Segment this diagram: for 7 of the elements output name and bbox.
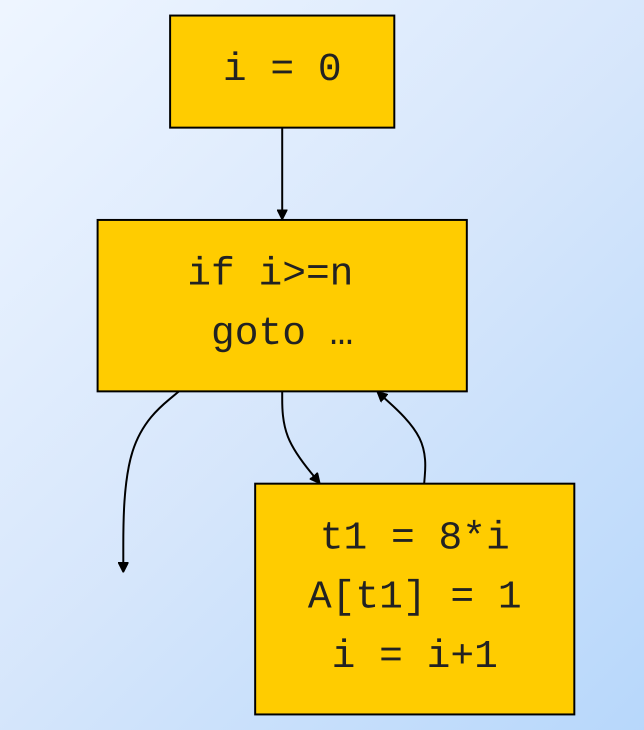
arrow (276, 128, 288, 220)
node-box: t1 = 8*i A[t1] = 1 i = i+1 (254, 482, 575, 716)
node-box: if i>=n goto … (96, 218, 468, 392)
node-box: i = 0 (168, 14, 395, 129)
arrow (376, 390, 426, 484)
arrow (280, 391, 320, 484)
arrow (117, 390, 180, 574)
